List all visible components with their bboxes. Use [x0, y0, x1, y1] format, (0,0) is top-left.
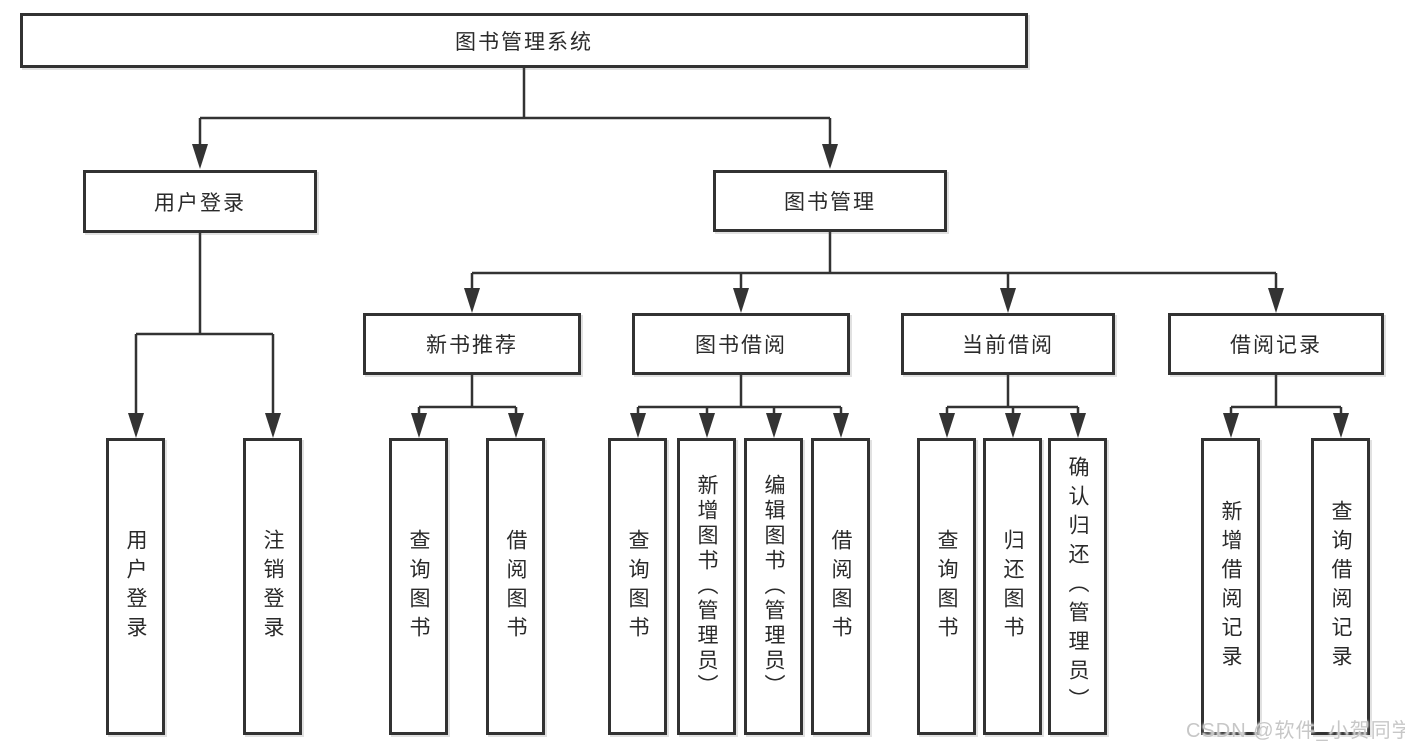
leaf-add-book-admin: 新增图书（管理员） — [677, 438, 736, 735]
node-user-login-label: 用户登录 — [154, 191, 246, 215]
node-book-borrow-label: 图书借阅 — [695, 334, 787, 357]
node-current-borrow: 当前借阅 — [901, 313, 1115, 375]
connector-user-login-children — [134, 233, 275, 414]
node-book-management: 图书管理 — [713, 170, 947, 232]
node-borrow-records: 借阅记录 — [1168, 313, 1384, 375]
leaf-borrow-books-2: 借阅图书 — [811, 438, 870, 735]
node-book-borrow: 图书借阅 — [632, 313, 850, 375]
leaf-confirm-return-admin: 确认归还（管理员） — [1048, 438, 1107, 735]
arrowheads — [128, 144, 1349, 438]
node-new-book-recommend: 新书推荐 — [363, 313, 581, 375]
node-borrow-records-label: 借阅记录 — [1230, 334, 1322, 357]
connector-book-management-children — [470, 232, 1278, 289]
connector-root-to-level2 — [198, 68, 832, 145]
node-new-book-recommend-label: 新书推荐 — [426, 334, 518, 357]
connector-new-book-children — [417, 375, 518, 414]
node-book-management-label: 图书管理 — [784, 191, 876, 214]
leaf-query-books-2: 查询图书 — [608, 438, 667, 735]
node-root-label: 图书管理系统 — [455, 30, 593, 54]
leaf-query-books-1: 查询图书 — [389, 438, 448, 735]
node-root: 图书管理系统 — [20, 13, 1028, 68]
connector-current-borrow-children — [945, 375, 1080, 414]
node-current-borrow-label: 当前借阅 — [962, 334, 1054, 357]
node-user-login: 用户登录 — [83, 170, 317, 233]
connector-borrow-record-children — [1229, 375, 1343, 414]
leaf-edit-book-admin: 编辑图书（管理员） — [744, 438, 803, 735]
leaf-logout: 注销登录 — [243, 438, 302, 735]
leaf-return-books: 归还图书 — [983, 438, 1042, 735]
leaf-add-borrow-record: 新增借阅记录 — [1201, 438, 1260, 735]
leaf-query-books-3: 查询图书 — [917, 438, 976, 735]
watermark: CSDN @软件_小贺同学 — [1186, 720, 1405, 742]
connector-book-borrow-children — [636, 375, 843, 414]
leaf-query-borrow-record: 查询借阅记录 — [1311, 438, 1370, 735]
leaf-user-login: 用户登录 — [106, 438, 165, 735]
leaf-borrow-books-1: 借阅图书 — [486, 438, 545, 735]
